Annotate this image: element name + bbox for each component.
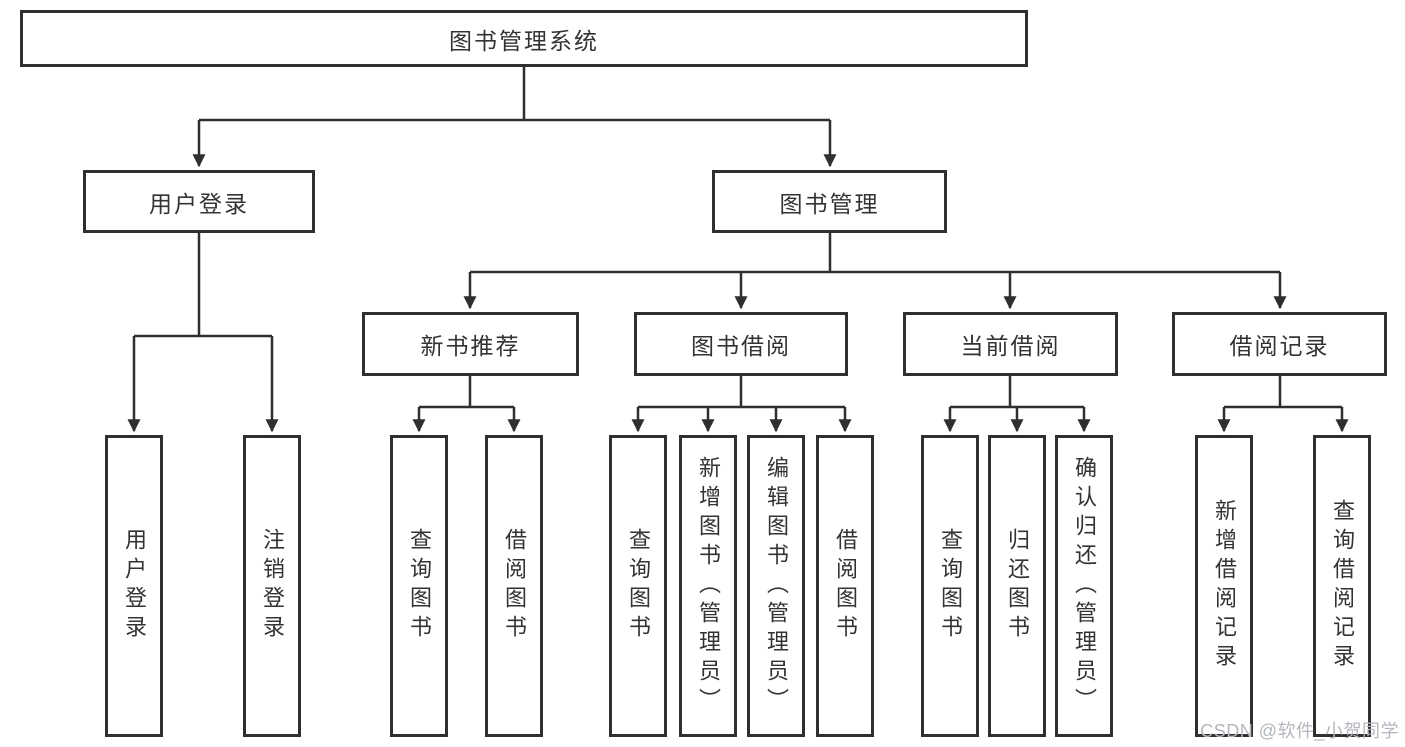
node-borrowing-records: 借阅记录	[1172, 312, 1387, 376]
leaf-label: 编辑图书（管理员）	[764, 455, 789, 717]
leaf-return-books: 归还图书	[988, 435, 1046, 737]
leaf-label: 借阅图书	[502, 528, 527, 644]
csdn-watermark: CSDN @软件_小贺同学	[1200, 721, 1399, 741]
leaf-search-books-current: 查询图书	[921, 435, 979, 737]
leaf-label: 查询图书	[938, 528, 963, 644]
edge-root-stem	[199, 67, 830, 122]
leaf-label: 查询借阅记录	[1330, 499, 1355, 673]
node-label: 图书管理	[779, 190, 880, 217]
leaf-label: 查询图书	[626, 528, 651, 644]
node-label: 借阅记录	[1229, 333, 1330, 359]
node-book-management: 图书管理	[712, 170, 947, 233]
leaf-search-books-borrowing: 查询图书	[609, 435, 667, 737]
leaf-label: 确认归还（管理员）	[1072, 455, 1097, 717]
leaf-user-login: 用户登录	[105, 435, 163, 737]
edge-bookborrow-stem	[638, 376, 845, 409]
leaf-borrow-books-recommend: 借阅图书	[485, 435, 543, 737]
leaf-search-borrow-record: 查询借阅记录	[1313, 435, 1371, 737]
edge-userlogin-stem	[134, 233, 272, 338]
leaf-search-books-recommend: 查询图书	[390, 435, 448, 737]
node-label: 用户登录	[149, 190, 249, 217]
node-book-borrowing: 图书借阅	[634, 312, 848, 376]
leaf-label: 用户登录	[122, 528, 147, 644]
node-library-management-system: 图书管理系统	[20, 10, 1028, 67]
node-label: 当前借阅	[960, 333, 1061, 359]
leaf-add-book-admin: 新增图书（管理员）	[679, 435, 737, 737]
edge-bookmgmt-stem	[470, 233, 1280, 274]
edge-borrowrecords-stem	[1224, 376, 1342, 409]
leaf-label: 新增图书（管理员）	[696, 455, 721, 717]
leaf-confirm-return-admin: 确认归还（管理员）	[1055, 435, 1113, 737]
node-new-book-recommendation: 新书推荐	[362, 312, 579, 376]
leaf-label: 注销登录	[260, 528, 285, 644]
leaf-edit-book-admin: 编辑图书（管理员）	[747, 435, 805, 737]
node-user-login: 用户登录	[83, 170, 315, 233]
node-current-borrowing: 当前借阅	[903, 312, 1118, 376]
node-label: 图书管理系统	[449, 27, 599, 54]
leaf-label: 借阅图书	[833, 528, 858, 644]
edge-newbookrec-stem	[419, 376, 514, 409]
leaf-label: 归还图书	[1005, 528, 1030, 644]
leaf-borrow-books-borrowing: 借阅图书	[816, 435, 874, 737]
leaf-label: 新增借阅记录	[1212, 499, 1237, 673]
leaf-logout: 注销登录	[243, 435, 301, 737]
node-label: 新书推荐	[420, 333, 521, 359]
edge-currentborrow-stem	[950, 376, 1084, 409]
leaf-label: 查询图书	[407, 528, 432, 644]
leaf-add-borrow-record: 新增借阅记录	[1195, 435, 1253, 737]
node-label: 图书借阅	[691, 333, 791, 359]
